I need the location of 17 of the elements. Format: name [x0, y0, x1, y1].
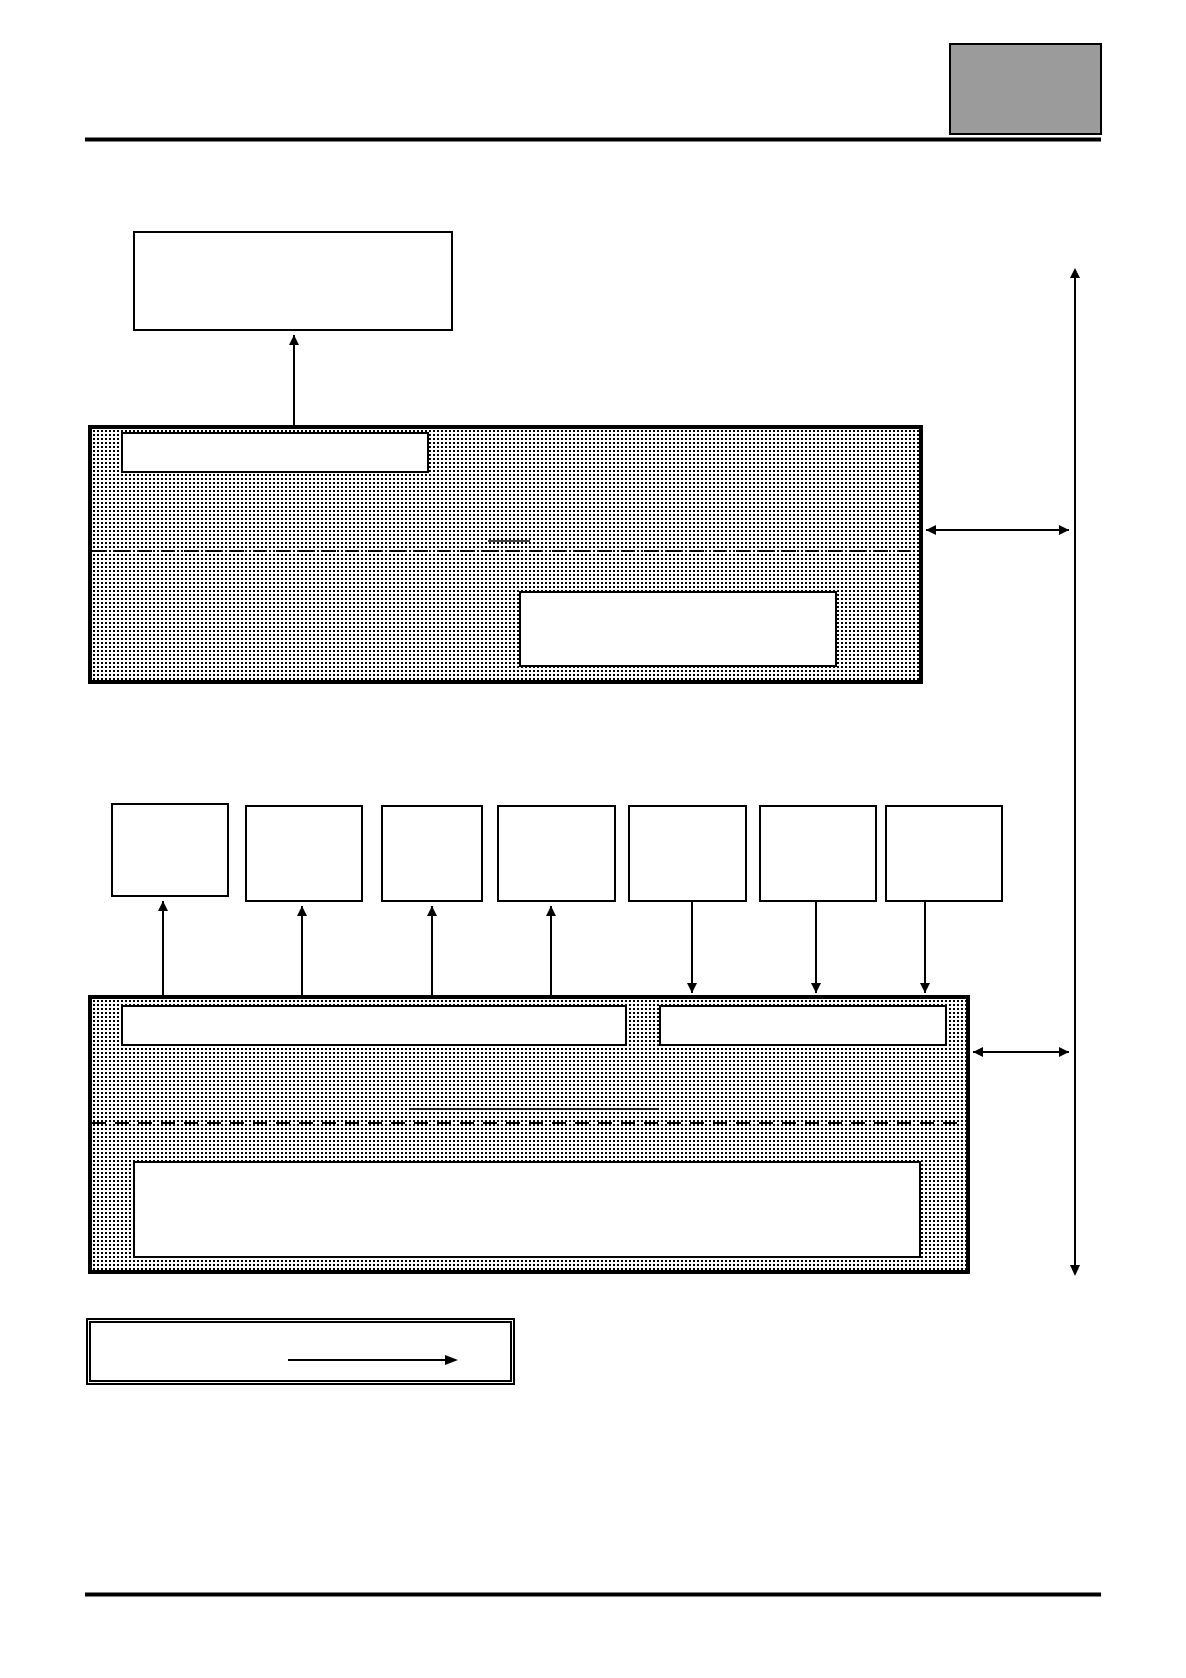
dotted-panel: [88, 425, 923, 684]
bus-line: [1070, 268, 1080, 1276]
empty-box: [133, 231, 453, 331]
empty-box: [133, 1161, 921, 1258]
double-border-box: [86, 1318, 515, 1385]
empty-box: [759, 805, 877, 902]
empty-box: [381, 805, 483, 902]
empty-box: [628, 805, 747, 902]
empty-box: [111, 803, 229, 897]
empty-box: [519, 591, 837, 667]
empty-box: [497, 805, 616, 902]
empty-box: [121, 1005, 627, 1046]
empty-box: [245, 805, 363, 902]
empty-box: [121, 432, 429, 473]
dotted-panel: [88, 995, 970, 1274]
empty-box: [659, 1005, 947, 1046]
empty-box: [885, 805, 1003, 902]
